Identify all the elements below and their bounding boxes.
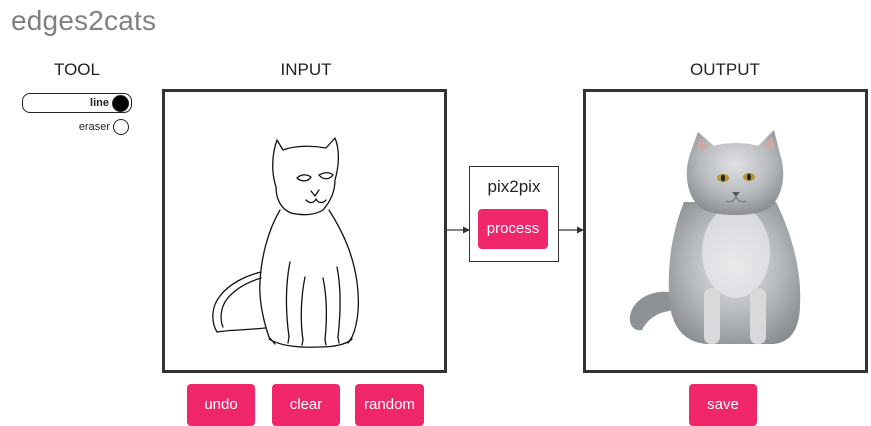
tool-line-label: line — [90, 97, 109, 109]
tool-heading: TOOL — [54, 60, 100, 79]
input-drawing-canvas[interactable] — [162, 89, 447, 373]
random-button[interactable]: random — [355, 384, 424, 426]
undo-button[interactable]: undo — [187, 384, 255, 426]
eraser-radio-icon[interactable] — [113, 119, 129, 135]
input-to-process-arrow-icon — [447, 226, 470, 234]
clear-button[interactable]: clear — [272, 384, 340, 426]
generated-cat-image — [629, 130, 801, 344]
process-to-output-arrow-icon — [559, 226, 584, 234]
tool-line-option[interactable]: line — [22, 93, 132, 113]
output-heading: OUTPUT — [690, 60, 760, 79]
model-process-panel: pix2pix process — [469, 166, 559, 262]
output-image-canvas — [583, 89, 868, 373]
tool-eraser-option[interactable]: eraser — [22, 117, 132, 137]
app-title: edges2cats — [11, 5, 157, 36]
process-button[interactable]: process — [478, 209, 548, 249]
input-heading: INPUT — [280, 60, 332, 79]
save-button[interactable]: save — [689, 384, 757, 426]
line-radio-selected-icon[interactable] — [112, 94, 129, 112]
tool-eraser-label: eraser — [78, 121, 110, 133]
model-name-label: pix2pix — [487, 177, 541, 196]
cat-sketch-drawing — [212, 137, 359, 348]
